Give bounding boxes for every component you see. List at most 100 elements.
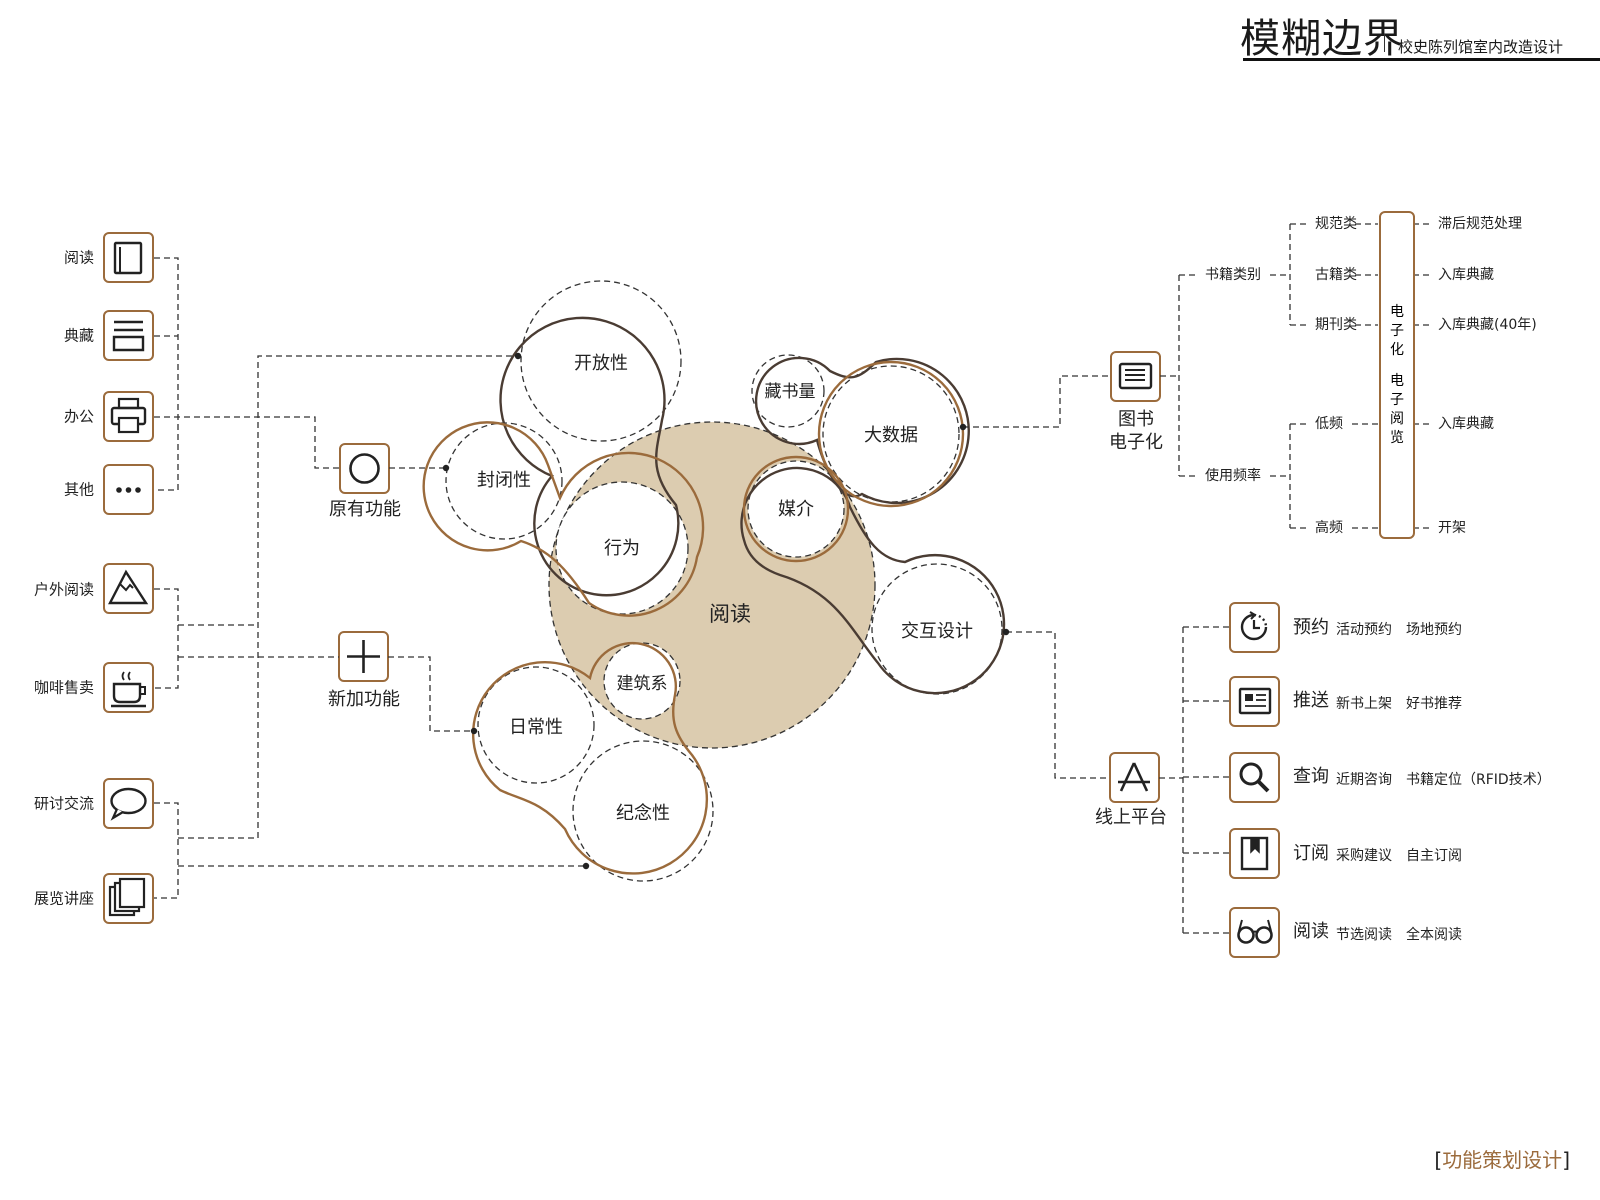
svg-text:全本阅读: 全本阅读 — [1406, 926, 1462, 943]
coffee-icon — [111, 671, 146, 708]
hub-online[interactable]: 线上平台 — [1095, 752, 1167, 828]
left-item-7[interactable]: 展览讲座 — [34, 873, 154, 924]
tree-labels: 书籍类别 使用频率 规范类 古籍类 期刊类 低频 高频 滞后规范处理 入库典藏 … — [1205, 215, 1537, 536]
center-label: 阅读 — [709, 602, 751, 626]
svg-text:近期咨询: 近期咨询 — [1336, 772, 1392, 788]
bubble-architecture: 建筑系 — [603, 642, 681, 720]
svg-text:展览讲座: 展览讲座 — [34, 890, 94, 908]
tree-outcome-0: 滞后规范处理 — [1438, 215, 1522, 232]
svg-text:户外阅读: 户外阅读 — [34, 581, 94, 599]
gallery-icon — [108, 877, 146, 917]
left-item-1[interactable]: 典藏 — [64, 310, 154, 361]
clock-icon — [1240, 611, 1268, 641]
hub-new[interactable]: 新加功能 — [328, 631, 400, 710]
svg-text:电子化: 电子化 — [1109, 432, 1163, 453]
svg-text:大数据: 大数据 — [864, 425, 918, 446]
svg-text:封闭性: 封闭性 — [477, 470, 531, 491]
svg-text:新书上架: 新书上架 — [1336, 696, 1392, 712]
svg-text:书籍定位（RFID技术）: 书籍定位（RFID技术） — [1406, 771, 1551, 788]
circle-icon — [349, 453, 380, 484]
svg-text:场地预约: 场地预约 — [1406, 622, 1462, 638]
bubble-media: 媒介 — [747, 460, 845, 558]
svg-text:开放性: 开放性 — [574, 353, 628, 374]
svg-text:媒介: 媒介 — [778, 499, 814, 520]
connector-dots — [442, 352, 1010, 870]
more-icon — [116, 487, 141, 493]
header-subtitle: 校史陈列馆室内改造设计 — [1398, 38, 1564, 56]
svg-text:采购建议: 采购建议 — [1336, 848, 1392, 864]
svg-text:图书: 图书 — [1118, 409, 1154, 430]
tree-cat-1: 书籍类别 — [1205, 266, 1261, 283]
digitization-bar: 电子化 电子阅览 — [1379, 211, 1415, 539]
right-connectors — [963, 223, 1432, 934]
svg-text:原有功能: 原有功能 — [329, 499, 401, 520]
news-icon — [1238, 687, 1272, 715]
bar-label-1: 电子化 — [1390, 304, 1404, 358]
left-item-0[interactable]: 阅读 — [64, 232, 154, 283]
blob-outlines — [422, 316, 1006, 875]
plus-icon — [347, 640, 380, 673]
footer-close: ] — [1562, 1148, 1570, 1172]
header-title: 模糊边界 — [1240, 16, 1404, 62]
header-underline — [1243, 58, 1600, 61]
left-item-3[interactable]: 其他 — [64, 464, 154, 515]
bubble-memorial: 纪念性 — [572, 740, 714, 882]
online-item-3[interactable]: 订阅 采购建议 自主订阅 — [1229, 828, 1462, 879]
bubble-behavior: 行为 — [555, 481, 689, 615]
left-connectors — [154, 257, 586, 899]
svg-text:典藏: 典藏 — [64, 327, 94, 345]
svg-text:活动预约: 活动预约 — [1336, 622, 1392, 638]
svg-text:预约: 预约 — [1293, 617, 1329, 638]
svg-text:行为: 行为 — [604, 538, 640, 559]
svg-text:纪念性: 纪念性 — [616, 802, 670, 824]
left-item-5[interactable]: 咖啡售卖 — [34, 662, 154, 713]
svg-text:自主订阅: 自主订阅 — [1406, 848, 1462, 864]
bookmark-icon — [1240, 836, 1269, 871]
svg-text:线上平台: 线上平台 — [1095, 807, 1167, 828]
chat-icon — [110, 787, 147, 821]
left-item-6[interactable]: 研讨交流 — [34, 778, 154, 829]
printer-icon — [110, 397, 147, 434]
svg-text:好书推荐: 好书推荐 — [1406, 696, 1462, 712]
svg-text:咖啡售卖: 咖啡售卖 — [34, 679, 94, 697]
tree-leaf-2: 期刊类 — [1315, 317, 1357, 333]
left-item-4[interactable]: 户外阅读 — [34, 563, 154, 614]
svg-text:办公: 办公 — [64, 408, 94, 426]
footer-label: 功能策划设计 — [1442, 1148, 1563, 1172]
glasses-icon — [1237, 919, 1273, 944]
online-item-0[interactable]: 预约 活动预约 场地预约 — [1229, 602, 1462, 653]
bubble-daily: 日常性 — [477, 666, 595, 784]
tree-outcome-4: 开架 — [1438, 520, 1466, 536]
footer-open: [ — [1434, 1148, 1443, 1172]
bubble-bigdata: 大数据 — [822, 365, 960, 503]
svg-text:节选阅读: 节选阅读 — [1336, 926, 1392, 943]
tree-leaf-0: 规范类 — [1315, 215, 1357, 232]
search-icon — [1239, 762, 1270, 793]
bubble-open: 开放性 — [520, 280, 682, 442]
svg-text:订阅: 订阅 — [1293, 843, 1329, 864]
svg-text:日常性: 日常性 — [509, 717, 563, 738]
svg-text:建筑系: 建筑系 — [617, 674, 668, 694]
svg-text:查询: 查询 — [1293, 766, 1329, 787]
svg-text:研讨交流: 研讨交流 — [34, 795, 94, 813]
svg-text:交互设计: 交互设计 — [901, 621, 973, 642]
left-item-2[interactable]: 办公 — [64, 391, 154, 442]
hub-original[interactable]: 原有功能 — [329, 443, 401, 520]
tree-outcome-2: 入库典藏(40年) — [1438, 317, 1537, 333]
online-item-2[interactable]: 查询 近期咨询 书籍定位（RFID技术） — [1229, 752, 1551, 803]
svg-text:其他: 其他 — [64, 481, 94, 499]
tree-leaf-1: 古籍类 — [1315, 266, 1357, 283]
hub-digital[interactable]: 图书 电子化 — [1109, 351, 1163, 453]
online-item-1[interactable]: 推送 新书上架 好书推荐 — [1229, 676, 1462, 727]
online-item-4[interactable]: 阅读 节选阅读 全本阅读 — [1229, 907, 1462, 958]
tree-leaf-3: 低频 — [1315, 416, 1343, 432]
tablet-icon — [1118, 362, 1153, 390]
svg-text:新加功能: 新加功能 — [328, 689, 400, 710]
tree-cat-2: 使用频率 — [1205, 467, 1261, 484]
tree-leaf-4: 高频 — [1315, 519, 1343, 536]
mountain-icon — [108, 569, 149, 605]
tree-outcome-1: 入库典藏 — [1438, 267, 1494, 283]
svg-text:推送: 推送 — [1293, 690, 1329, 711]
svg-text:阅读: 阅读 — [64, 249, 94, 267]
